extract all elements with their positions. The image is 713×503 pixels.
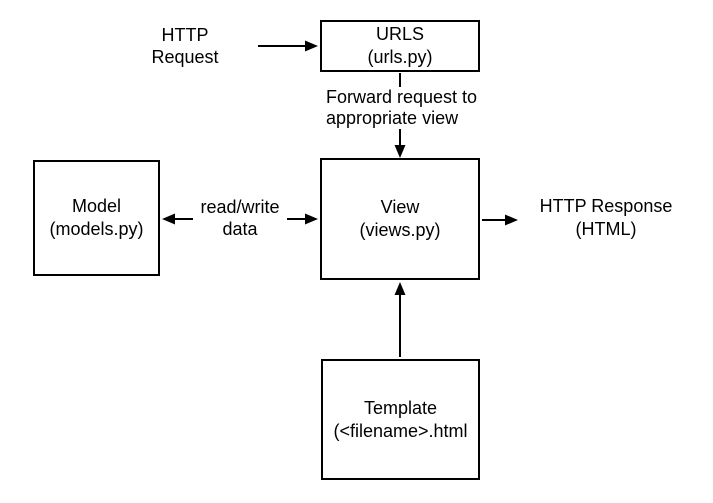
template-box: Template (<filename>.html (321, 359, 480, 480)
forward-request-label-line1: Forward request to (326, 87, 478, 107)
read-write-data-label-line1: read/write (200, 197, 280, 217)
http-request-arrow (258, 40, 318, 52)
template-to-view-arrow (394, 282, 406, 357)
urls-box-title: URLS (375, 24, 424, 44)
read-write-data-label-line2: data (222, 219, 258, 239)
template-box-title: Template (363, 397, 438, 418)
http-response-label-line2: (HTML) (575, 219, 637, 239)
view-to-response-arrow (482, 214, 518, 226)
template-box-subtitle: (<filename>.html (333, 420, 468, 441)
http-request-label: HTTP Request (130, 24, 240, 68)
http-request-label-line1: HTTP (161, 25, 209, 45)
forward-request-label-line2: appropriate view (326, 108, 459, 128)
http-request-label-line2: Request (151, 47, 219, 67)
read-write-data-label: read/write data (193, 196, 287, 240)
forward-request-label: Forward request to appropriate view (324, 87, 480, 129)
urls-box-subtitle: (urls.py) (367, 47, 433, 67)
http-response-label-line1: HTTP Response (539, 196, 673, 216)
view-box: View (views.py) (320, 158, 480, 280)
model-box: Model (models.py) (33, 160, 160, 276)
urls-box: URLS (urls.py) (320, 20, 480, 72)
view-box-title: View (380, 197, 420, 217)
http-response-label: HTTP Response (HTML) (531, 195, 681, 241)
model-box-title: Model (71, 196, 122, 216)
model-box-subtitle: (models.py) (49, 219, 144, 239)
view-box-subtitle: (views.py) (359, 220, 441, 240)
